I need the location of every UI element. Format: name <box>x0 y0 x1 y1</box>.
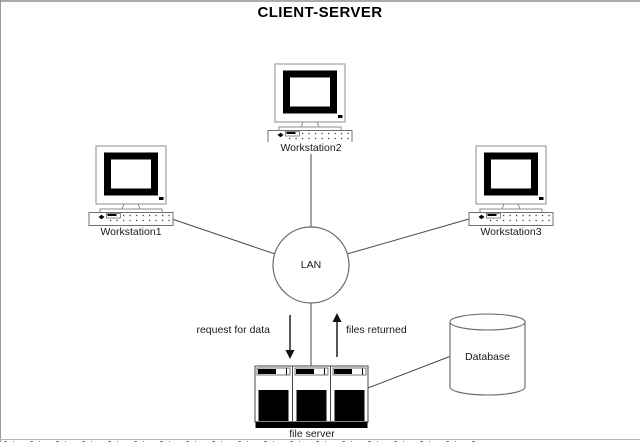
lan-circle <box>272 226 350 304</box>
workstation1-label: Workstation1 <box>100 226 162 238</box>
workstation1-graphic <box>89 146 173 226</box>
returned-flow-label: files returned <box>346 324 407 336</box>
returned-arrowhead-up <box>332 313 342 322</box>
lan-label: LAN <box>300 259 322 271</box>
link-ws3-lan <box>346 218 470 255</box>
file-server-label: file server <box>289 428 335 440</box>
drive-bay-3 <box>334 390 365 421</box>
connector-lines <box>171 144 470 389</box>
diagram-title: CLIENT-SERVER <box>257 4 383 21</box>
flow-arrows <box>285 313 342 359</box>
database-cylinder <box>449 313 526 396</box>
workstation2-graphic <box>268 64 352 144</box>
drive-bay-2 <box>296 390 327 421</box>
page-bottom-rule <box>0 439 640 440</box>
link-fileserver-database <box>367 355 452 389</box>
page-top-border <box>0 0 640 2</box>
link-ws1-lan <box>171 218 276 255</box>
database-label: Database <box>465 351 510 363</box>
workstation3-graphic <box>469 146 553 226</box>
request-arrowhead-down <box>285 350 295 359</box>
page-left-border <box>0 0 1 442</box>
file-server-graphic <box>254 365 369 428</box>
request-flow-label: request for data <box>196 324 270 336</box>
workstation2-label: Workstation2 <box>266 142 356 154</box>
drive-bay-1 <box>258 390 289 421</box>
workstation3-label: Workstation3 <box>480 226 542 238</box>
